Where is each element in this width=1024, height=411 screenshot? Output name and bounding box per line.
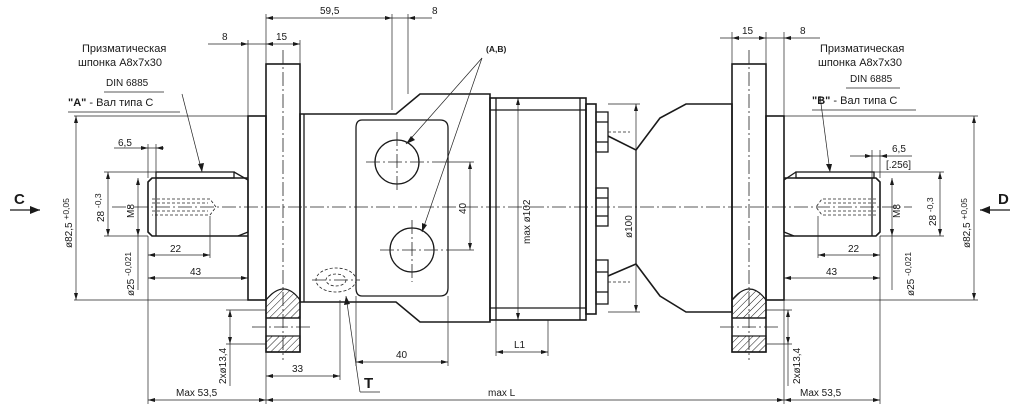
dim-max-53-5-left: Max 53,5 (176, 388, 218, 399)
dim-33: 33 (292, 364, 304, 375)
dim-25-right: ø25 -0,021 (903, 252, 917, 296)
dim-l1: L1 (514, 340, 526, 351)
dim-59-5: 59,5 (320, 6, 340, 17)
ports-ab-label: (A,B) (486, 44, 506, 54)
right-key-note-line3: DIN 6885 (850, 74, 893, 85)
dim-43-left: 43 (190, 267, 202, 278)
labels: Призматическая шпонка А8x7x30 DIN 6885 "… (14, 6, 1009, 399)
dim-43-right: 43 (826, 267, 838, 278)
dim-max-l: max L (488, 388, 516, 399)
leaders (68, 57, 916, 393)
dim-15-left: 15 (276, 32, 288, 43)
dim-82-5-right: ø82,5 +0,05 (959, 198, 973, 248)
left-key-note-line3: DIN 6885 (106, 78, 149, 89)
right-shaft (783, 171, 881, 237)
dim-m8-right: M8 (892, 204, 903, 218)
dim-28-left: 28 -0,3 (93, 193, 107, 222)
dim-8-top-right: 8 (432, 6, 438, 17)
dim-8-top-left: 8 (222, 32, 228, 43)
left-mounting-flange (247, 50, 312, 360)
right-key-note-line2: шпонка А8x7x30 (818, 57, 902, 69)
dimension-lines (10, 14, 1010, 404)
dim-40-vertical: 40 (458, 202, 469, 214)
dim-82-5-left: ø82,5 +0,05 (61, 198, 75, 248)
dim-max-53-5-right: Max 53,5 (800, 388, 842, 399)
right-shaft-type-label: "B" - Вал типа C (812, 95, 897, 107)
dim-100: ø100 (624, 215, 635, 238)
right-mounting-flange (720, 50, 785, 360)
dim-max-102: max ø102 (522, 199, 533, 244)
left-shaft-type-label: "A" - Вал типа C (68, 97, 153, 109)
port-t-label: T (364, 375, 373, 392)
dim-22-right: 22 (848, 244, 860, 255)
dim-6-5-left: 6,5 (118, 138, 132, 149)
dim-40-horizontal: 40 (396, 350, 408, 361)
motor-body (299, 93, 733, 323)
dim-25-left: ø25 -0,021 (123, 252, 137, 296)
dim-m8-left: M8 (126, 204, 137, 218)
dim-6-5-right: 6,5 (892, 144, 906, 155)
dim-22-left: 22 (170, 244, 182, 255)
dim-holes-right: 2xø13,4 (792, 347, 803, 384)
dim-8-right: 8 (800, 26, 806, 37)
view-c-label: C (14, 191, 25, 208)
left-key-note-line2: шпонка А8x7x30 (78, 57, 162, 69)
dim-256-right: [.256] (886, 160, 911, 171)
left-shaft (147, 171, 249, 237)
bolts (595, 111, 630, 305)
dim-holes-left: 2xø13,4 (218, 347, 229, 384)
dim-15-right: 15 (742, 26, 754, 37)
view-d-label: D (998, 191, 1009, 208)
left-key-note-line1: Призматическая (82, 43, 166, 55)
dim-28-right: 28 -0,3 (925, 197, 939, 226)
right-key-note-line1: Призматическая (820, 43, 904, 55)
